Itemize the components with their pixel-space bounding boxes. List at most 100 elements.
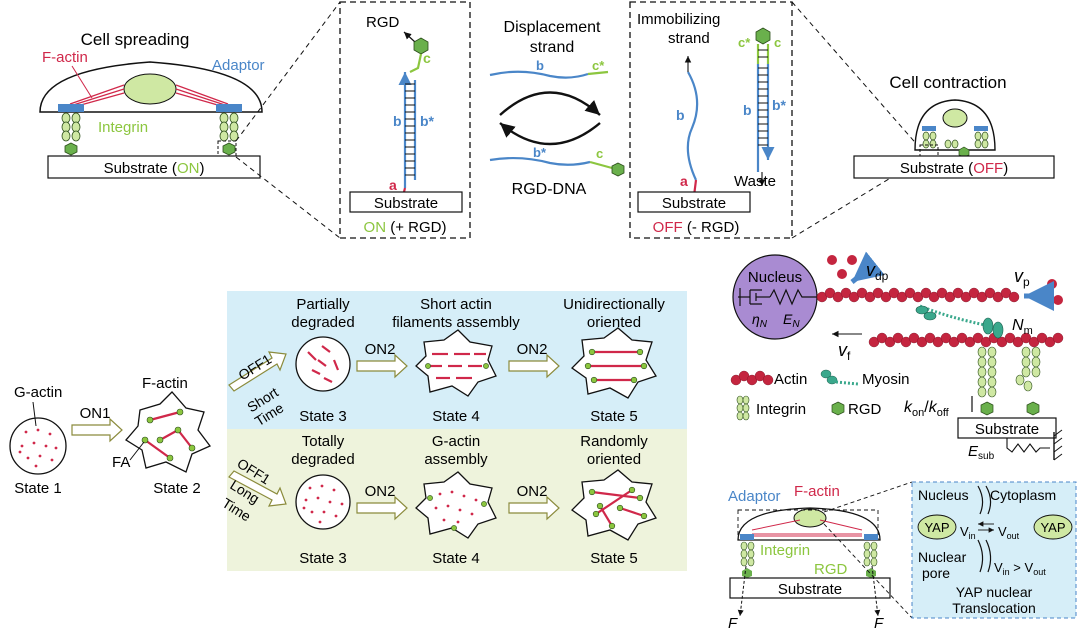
svg-text:a: a <box>389 177 397 193</box>
actin-filament-top <box>816 287 1020 303</box>
svg-text:G-actin: G-actin <box>14 384 62 401</box>
yap-box <box>911 481 1077 619</box>
svg-text:c: c <box>423 50 431 66</box>
svg-text:ON2: ON2 <box>517 483 548 500</box>
svg-text:Cell contraction: Cell contraction <box>889 73 1006 92</box>
integrin-right <box>219 112 239 156</box>
svg-text:Vin: Vin <box>960 524 976 541</box>
vdp-arrow <box>850 251 885 284</box>
svg-text:Integrin: Integrin <box>756 401 806 418</box>
substrate-on <box>47 155 261 179</box>
label-rgd: RGD <box>366 14 400 31</box>
svg-text:Myosin: Myosin <box>862 371 910 388</box>
svg-text:b*: b* <box>533 145 547 160</box>
svg-text:State 3: State 3 <box>299 550 347 567</box>
actin-filament-bottom <box>868 332 1064 348</box>
state2-cell <box>125 391 212 473</box>
svg-text:State 4: State 4 <box>432 550 480 567</box>
svg-text:YAP: YAP <box>924 520 949 535</box>
svg-text:Waste: Waste <box>734 173 776 190</box>
svg-text:Esub: Esub <box>968 443 995 462</box>
svg-text:a: a <box>680 173 688 189</box>
mechanical-model: Nucleus ηN EN <box>730 251 1064 462</box>
svg-text:ON1: ON1 <box>80 405 111 422</box>
nuclear-envelope <box>977 485 992 515</box>
svg-text:RGD-DNA: RGD-DNA <box>512 181 587 198</box>
svg-text:F: F <box>874 615 884 632</box>
svg-text:Nucleus: Nucleus <box>748 269 802 286</box>
state4-long <box>415 471 497 539</box>
svg-text:strand: strand <box>668 30 710 47</box>
svg-text:c: c <box>774 35 781 50</box>
svg-text:State 4: State 4 <box>432 408 480 425</box>
svg-text:Substrate: Substrate <box>778 581 842 598</box>
svg-text:State 5: State 5 <box>590 550 638 567</box>
svg-text:b*: b* <box>772 97 787 113</box>
svg-text:b: b <box>676 107 685 123</box>
svg-text:ON2: ON2 <box>365 341 396 358</box>
myosin-motors <box>915 304 1004 339</box>
svg-text:Immobilizing: Immobilizing <box>637 11 720 28</box>
label-integrin: Integrin <box>98 119 148 136</box>
svg-text:assembly: assembly <box>424 451 488 468</box>
svg-text:filaments assembly: filaments assembly <box>392 314 520 331</box>
maxwell-element <box>738 288 818 306</box>
svg-text:Partially: Partially <box>296 296 350 313</box>
svg-text:vf: vf <box>838 340 851 363</box>
svg-text:F-actin: F-actin <box>794 483 840 500</box>
svg-text:Nm: Nm <box>1012 317 1033 337</box>
svg-text:b: b <box>743 102 752 118</box>
arrow-on1 <box>71 417 123 443</box>
svg-text:YAP nuclear: YAP nuclear <box>956 584 1033 600</box>
svg-text:c*: c* <box>738 35 751 50</box>
svg-text:vdp: vdp <box>866 260 889 283</box>
state3-long <box>295 474 351 530</box>
svg-text:ηN: ηN <box>752 311 768 330</box>
label-factin: F-actin <box>42 49 88 66</box>
svg-text:degraded: degraded <box>291 451 354 468</box>
svg-text:strand: strand <box>530 39 574 56</box>
svg-text:Adaptor: Adaptor <box>728 488 781 505</box>
state5-long <box>570 469 657 541</box>
on-box: RGD c b b* a Substrate ON (+ RGD) <box>339 1 471 239</box>
substrate-spring <box>1006 438 1050 453</box>
legend-integrin <box>736 395 750 421</box>
svg-text:ON (+ RGD): ON (+ RGD) <box>364 219 447 236</box>
state4-short <box>415 329 497 397</box>
svg-text:Vin > Vout: Vin > Vout <box>994 560 1046 577</box>
svg-text:pore: pore <box>922 565 950 581</box>
svg-text:kon/koff: kon/koff <box>904 399 950 419</box>
svg-text:RGD: RGD <box>814 561 848 578</box>
svg-text:Randomly: Randomly <box>580 433 648 450</box>
nucleus <box>123 73 177 105</box>
svg-text:State 2: State 2 <box>153 480 201 497</box>
svg-text:b: b <box>393 113 402 129</box>
adaptor-right <box>216 104 242 112</box>
svg-text:Short actin: Short actin <box>420 296 492 313</box>
cell-spreading-title: Cell spreading <box>81 30 190 49</box>
arrow-off1-long <box>228 470 287 507</box>
substrate-off <box>853 155 1055 179</box>
yap-translocation-panel: Adaptor F-actin Integrin RGD Substrate F… <box>728 481 1077 632</box>
svg-text:c: c <box>596 146 603 161</box>
svg-text:YAP: YAP <box>1040 520 1065 535</box>
arrow-off1-short <box>228 351 287 392</box>
svg-text:b: b <box>536 58 544 73</box>
svg-text:F-actin: F-actin <box>142 375 188 392</box>
svg-text:State 5: State 5 <box>590 408 638 425</box>
svg-text:EN: EN <box>783 311 800 330</box>
svg-text:G-actin: G-actin <box>432 433 480 450</box>
svg-text:State 1: State 1 <box>14 480 62 497</box>
svg-text:Nucleus: Nucleus <box>918 487 969 503</box>
svg-text:Translocation: Translocation <box>952 600 1036 616</box>
svg-text:F: F <box>728 615 738 632</box>
off-box: Immobilizing strand b a c* c b b* Waste … <box>629 1 921 239</box>
svg-text:Substrate: Substrate <box>374 195 438 212</box>
legend-myosin <box>820 369 859 386</box>
svg-text:State 3: State 3 <box>299 408 347 425</box>
legend-actin <box>730 370 774 386</box>
strand-exchange: Displacement strand b c* b* c RGD-DNA <box>489 19 625 198</box>
state-panels: G-actin State 1 ON1 F-actin FA State 2 O… <box>9 291 687 571</box>
yap-inside <box>917 514 957 540</box>
